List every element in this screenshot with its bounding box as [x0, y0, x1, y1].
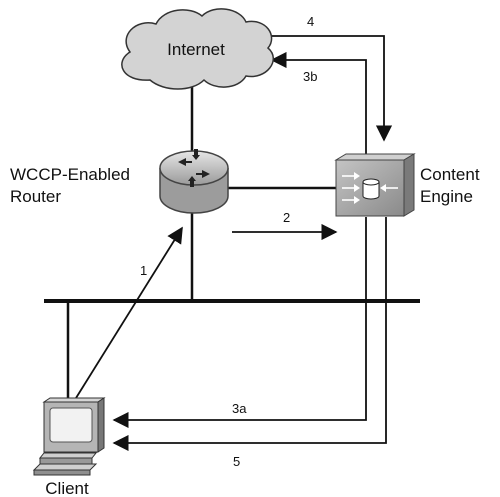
engine-top-face — [334, 153, 416, 161]
step-2-label: 2 — [283, 210, 290, 225]
arrow-step-3b — [270, 51, 367, 157]
flow-arrows — [75, 35, 393, 452]
step-1-label: 1 — [140, 263, 147, 278]
internet-label: Internet — [167, 40, 225, 59]
wires — [44, 82, 420, 400]
arrow-step-3a — [112, 217, 367, 429]
router-label-line1: WCCP-Enabled — [10, 165, 130, 184]
router-label-line2: Router — [10, 187, 61, 206]
step-5-label: 5 — [233, 454, 240, 469]
step-labels: 1 2 3a 3b 4 5 — [140, 14, 317, 469]
arrow-step-5 — [112, 217, 387, 452]
internet-cloud: Internet — [121, 8, 274, 90]
engine-label-line2: Engine — [420, 187, 473, 206]
arrow-step-1 — [75, 226, 183, 399]
engine-side-face — [403, 153, 415, 217]
computer-icon — [32, 397, 106, 476]
step-3b-label: 3b — [303, 69, 317, 84]
arrow-step-4 — [254, 35, 393, 142]
router: WCCP-Enabled Router — [10, 149, 229, 214]
step-4-label: 4 — [307, 14, 314, 29]
step-3a-label: 3a — [232, 401, 247, 416]
client-label: Client — [45, 479, 89, 497]
database-icon — [362, 178, 380, 200]
engine-arrows-icon — [342, 172, 398, 204]
router-arrows-icon — [178, 149, 210, 187]
engine-label-line1: Content — [420, 165, 480, 184]
content-engine: Content Engine — [334, 153, 480, 217]
cloud-icon — [121, 8, 274, 90]
client: Client — [32, 397, 106, 497]
